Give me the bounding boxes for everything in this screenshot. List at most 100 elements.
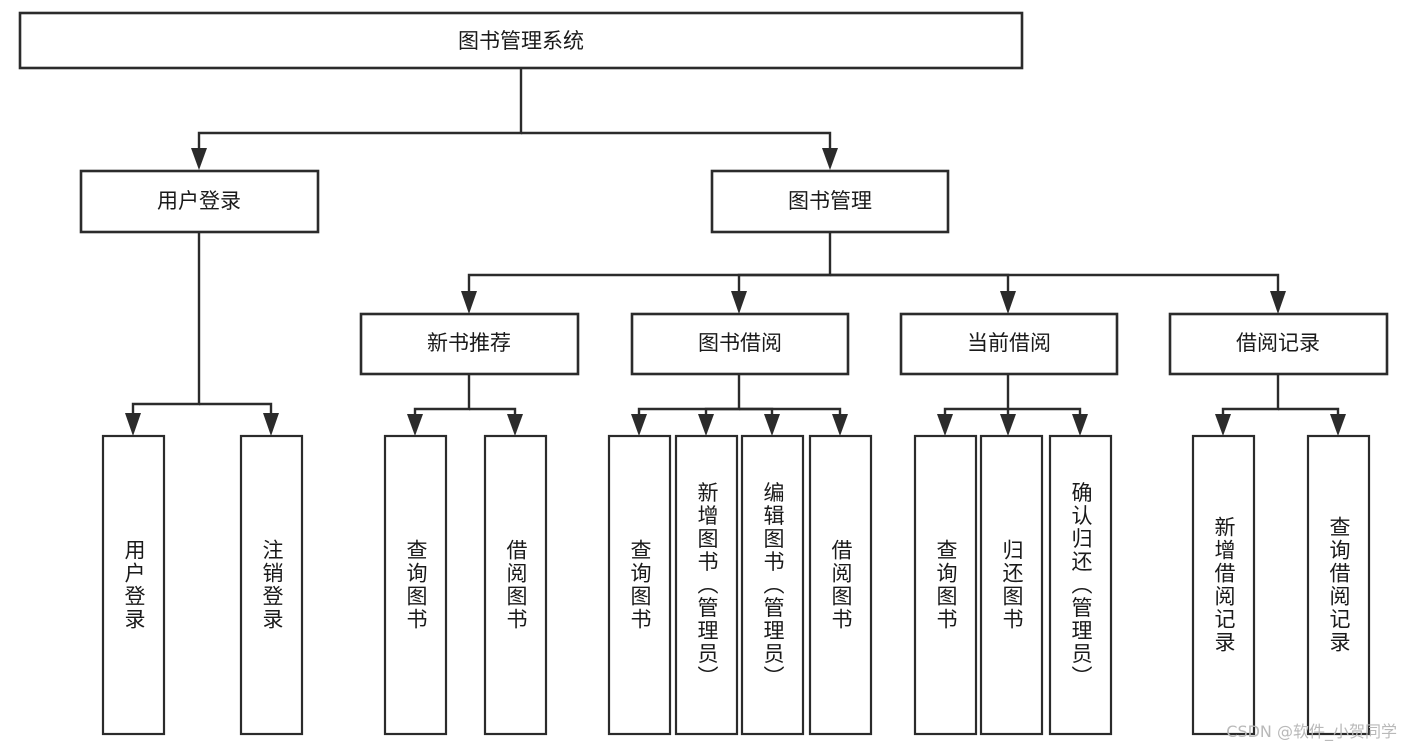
connectors-book-manage-to-level3 — [461, 232, 1286, 314]
leaf-user-login-box[interactable] — [101, 434, 166, 736]
leaf-node-query-book-3[interactable]: 查询图书 — [913, 434, 978, 736]
connector-cb-leaf-3 — [1008, 407, 1082, 418]
connector-bm-book-borrow — [737, 273, 830, 292]
leaf-query-record-label: 查询借阅记录 — [1327, 516, 1351, 654]
node-user-login[interactable]: 用户登录 — [79, 169, 320, 234]
leaf-query-book-3-label: 查询图书 — [934, 539, 958, 631]
leaf-query-book-1-box[interactable] — [383, 434, 448, 736]
arrow-head-br-leaf-2 — [1330, 414, 1346, 436]
arrow-head-ul-leaf-2 — [263, 413, 279, 436]
leaf-borrow-book-1-box[interactable] — [483, 434, 548, 736]
leaf-query-book-3-box[interactable] — [913, 434, 978, 736]
leaf-node-borrow-book-1[interactable]: 借阅图书 — [483, 434, 548, 736]
leaf-node-query-book-2[interactable]: 查询图书 — [607, 434, 672, 736]
leaf-query-book-1-label: 查询图书 — [404, 539, 428, 631]
arrow-head-nbr-leaf-2 — [507, 414, 523, 436]
leaf-add-record-label: 新增借阅记录 — [1212, 516, 1236, 654]
connector-root-to-book-manage — [521, 131, 832, 150]
connector-br-leaf-2 — [1278, 407, 1340, 418]
leaf-edit-book-label: 编辑图书（管理员） — [761, 482, 785, 689]
node-borrow-record-box[interactable] — [1168, 312, 1389, 376]
node-borrow-record[interactable]: 借阅记录 — [1168, 312, 1389, 376]
node-current-borrow-box[interactable] — [899, 312, 1119, 376]
node-book-borrow-label: 图书借阅 — [698, 331, 782, 355]
connectors-root-to-level2 — [191, 68, 838, 170]
connector-bm-new-book-rec — [467, 232, 832, 292]
leaf-add-record-box[interactable] — [1191, 434, 1256, 736]
arrow-head-book-manage — [822, 148, 838, 170]
arrow-head-cb-leaf-2 — [1000, 414, 1016, 436]
arrow-head-cb-leaf-1 — [937, 414, 953, 436]
arrow-head-bb-leaf-2 — [698, 414, 714, 436]
leaf-borrow-book-2-label: 借阅图书 — [829, 539, 853, 631]
leaf-confirm-return-box[interactable] — [1048, 434, 1113, 736]
node-root-label: 图书管理系统 — [458, 29, 584, 53]
node-current-borrow-label: 当前借阅 — [967, 331, 1051, 355]
arrow-head-cb-leaf-3 — [1072, 414, 1088, 436]
arrow-head-nbr-leaf-1 — [407, 414, 423, 436]
leaf-user-login-label: 用户登录 — [122, 539, 146, 631]
connector-bb-leaf-1 — [637, 374, 741, 418]
connectors-user-login-to-leaves — [125, 232, 279, 436]
node-current-borrow[interactable]: 当前借阅 — [899, 312, 1119, 376]
leaf-edit-book-box[interactable] — [740, 434, 805, 736]
node-root-box[interactable] — [18, 11, 1024, 70]
arrow-head-bb-leaf-1 — [631, 414, 647, 436]
leaf-node-add-book[interactable]: 新增图书（管理员） — [674, 434, 739, 736]
node-user-login-box[interactable] — [79, 169, 320, 234]
connector-ul-leaf-2 — [199, 402, 273, 416]
leaf-node-confirm-return[interactable]: 确认归还（管理员） — [1048, 434, 1113, 736]
leaf-query-book-2-label: 查询图书 — [628, 539, 652, 631]
arrow-head-ul-leaf-1 — [125, 413, 141, 436]
leaf-node-add-record[interactable]: 新增借阅记录 — [1191, 434, 1256, 736]
connectors-borrow-record-to-leaves — [1215, 374, 1346, 436]
leaf-node-edit-book[interactable]: 编辑图书（管理员） — [740, 434, 805, 736]
arrow-head-bb-leaf-4 — [832, 414, 848, 436]
leaf-node-logout[interactable]: 注销登录 — [239, 434, 304, 736]
connector-cb-leaf-1 — [943, 374, 1010, 418]
leaf-query-record-box[interactable] — [1306, 434, 1371, 736]
node-user-login-label: 用户登录 — [157, 189, 241, 213]
connector-bb-leaf-4 — [739, 407, 842, 418]
arrow-head-br-leaf-1 — [1215, 414, 1231, 436]
connector-bm-current-borrow — [830, 273, 1010, 292]
connector-nbr-leaf-1 — [413, 374, 471, 418]
node-borrow-record-label: 借阅记录 — [1236, 331, 1320, 355]
leaf-return-book-label: 归还图书 — [1000, 539, 1024, 631]
node-book-manage-label: 图书管理 — [788, 189, 872, 213]
leaf-node-return-book[interactable]: 归还图书 — [979, 434, 1044, 736]
connector-root-to-user-login — [197, 68, 523, 150]
node-book-manage[interactable]: 图书管理 — [710, 169, 950, 234]
leaf-node-query-book-1[interactable]: 查询图书 — [383, 434, 448, 736]
arrow-head-new-book-rec — [461, 291, 477, 314]
leaf-node-query-record[interactable]: 查询借阅记录 — [1306, 434, 1371, 736]
node-root[interactable]: 图书管理系统 — [18, 11, 1024, 70]
node-new-book-rec-label: 新书推荐 — [427, 331, 511, 355]
leaf-logout-box[interactable] — [239, 434, 304, 736]
arrow-head-borrow-record — [1270, 291, 1286, 314]
connector-br-leaf-1 — [1221, 374, 1280, 418]
node-book-manage-box[interactable] — [710, 169, 950, 234]
leaf-borrow-book-2-box[interactable] — [808, 434, 873, 736]
arrow-head-book-borrow — [731, 291, 747, 314]
node-new-book-rec-box[interactable] — [359, 312, 580, 376]
connectors-current-borrow-to-leaves — [937, 374, 1088, 436]
arrow-head-current-borrow — [1000, 291, 1016, 314]
connector-bm-borrow-record — [830, 273, 1280, 292]
connectors-book-borrow-to-leaves — [631, 374, 848, 436]
leaf-node-user-login[interactable]: 用户登录 — [101, 434, 166, 736]
arrow-head-user-login — [191, 148, 207, 170]
leaf-confirm-return-label: 确认归还（管理员） — [1069, 482, 1093, 689]
node-new-book-rec[interactable]: 新书推荐 — [359, 312, 580, 376]
leaf-query-book-2-box[interactable] — [607, 434, 672, 736]
leaf-return-book-box[interactable] — [979, 434, 1044, 736]
leaf-node-borrow-book-2[interactable]: 借阅图书 — [808, 434, 873, 736]
arrow-head-bb-leaf-3 — [764, 414, 780, 436]
leaf-logout-label: 注销登录 — [260, 539, 284, 631]
leaf-add-book-box[interactable] — [674, 434, 739, 736]
connectors-new-book-rec-to-leaves — [407, 374, 523, 436]
node-book-borrow[interactable]: 图书借阅 — [630, 312, 850, 376]
node-book-borrow-box[interactable] — [630, 312, 850, 376]
